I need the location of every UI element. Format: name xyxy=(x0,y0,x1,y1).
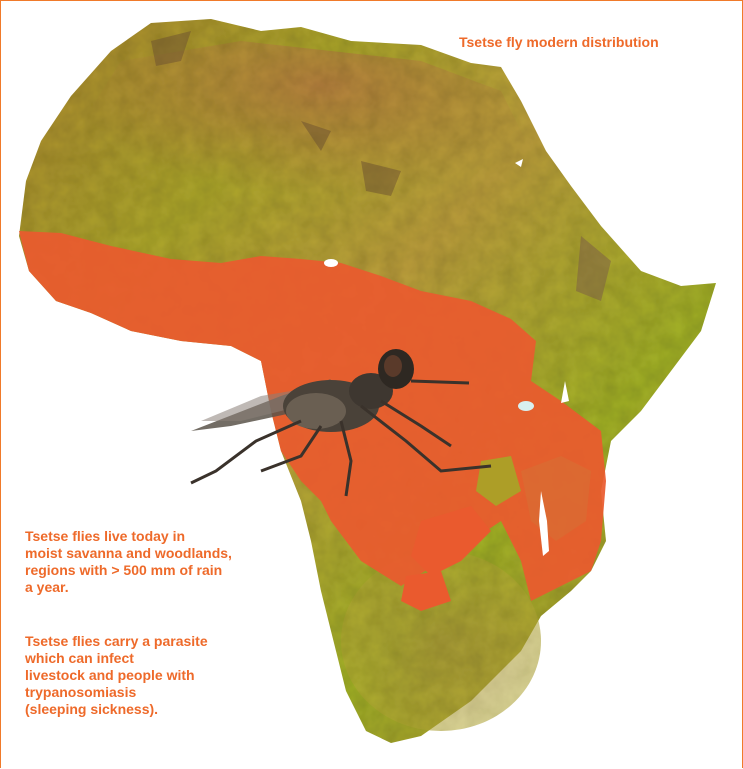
map-title: Tsetse fly modern distribution xyxy=(459,34,659,50)
habitat-caption-line: a year. xyxy=(25,579,69,595)
disease-caption-line: which can infect xyxy=(25,650,134,666)
disease-caption: Tsetse flies carry a parasite which can … xyxy=(25,633,208,718)
disease-caption-line: Tsetse flies carry a parasite xyxy=(25,633,208,649)
habitat-caption-line: regions with > 500 mm of rain xyxy=(25,562,223,578)
tsetse-fly-illustration xyxy=(190,349,492,497)
habitat-caption-line: moist savanna and woodlands, xyxy=(25,545,232,561)
disease-caption-line: (sleeping sickness). xyxy=(25,701,159,717)
habitat-caption-line: Tsetse flies live today in xyxy=(25,528,186,544)
disease-caption-line: livestock and people with xyxy=(25,667,195,683)
disease-caption-line: trypanosomiasis xyxy=(25,684,137,700)
habitat-caption: Tsetse flies live today in moist savanna… xyxy=(25,528,232,596)
lakes xyxy=(324,159,569,556)
relief-shading xyxy=(151,31,611,301)
